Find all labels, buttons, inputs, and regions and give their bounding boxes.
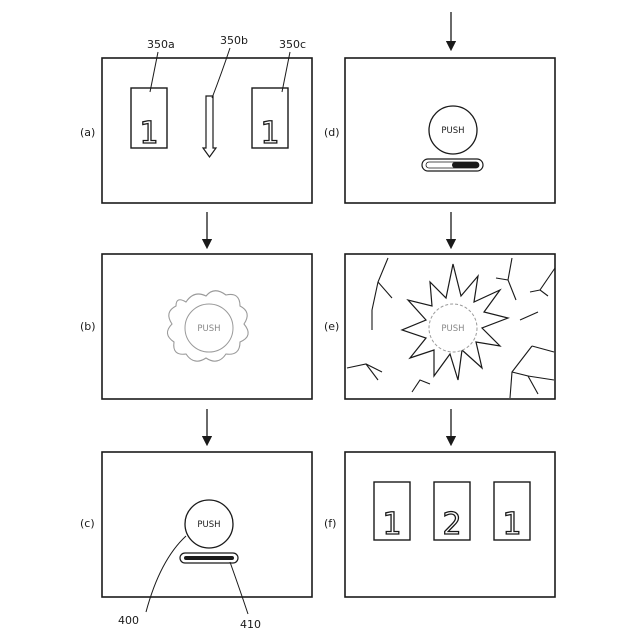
reel-f-left-symbol: 1 xyxy=(382,507,401,542)
ref-400: 400 xyxy=(118,614,139,627)
panel-label-a: (a) xyxy=(80,126,95,139)
panel-label-e: (e) xyxy=(324,320,339,333)
panel-label-b: (b) xyxy=(80,320,96,333)
push-button-e-label: PUSH xyxy=(441,324,464,334)
reel-f-right-symbol: 1 xyxy=(502,507,521,542)
gauge-fill xyxy=(184,556,234,560)
push-button-label: PUSH xyxy=(197,520,220,530)
reel-left-symbol: 1 xyxy=(139,116,158,151)
reel-right-symbol: 1 xyxy=(260,116,279,151)
ref-410: 410 xyxy=(240,618,261,631)
push-button-faded-label: PUSH xyxy=(197,324,220,334)
panel-label-c: (c) xyxy=(80,517,95,530)
ref-350c: 350c xyxy=(279,38,306,51)
ref-350b: 350b xyxy=(220,34,248,47)
push-button-d-label: PUSH xyxy=(441,126,464,136)
panel-label-f: (f) xyxy=(324,517,336,530)
reel-f-center-symbol: 2 xyxy=(442,507,461,542)
ref-350a: 350a xyxy=(147,38,175,51)
gauge-d-fill xyxy=(452,162,479,168)
panel-label-d: (d) xyxy=(324,126,340,139)
